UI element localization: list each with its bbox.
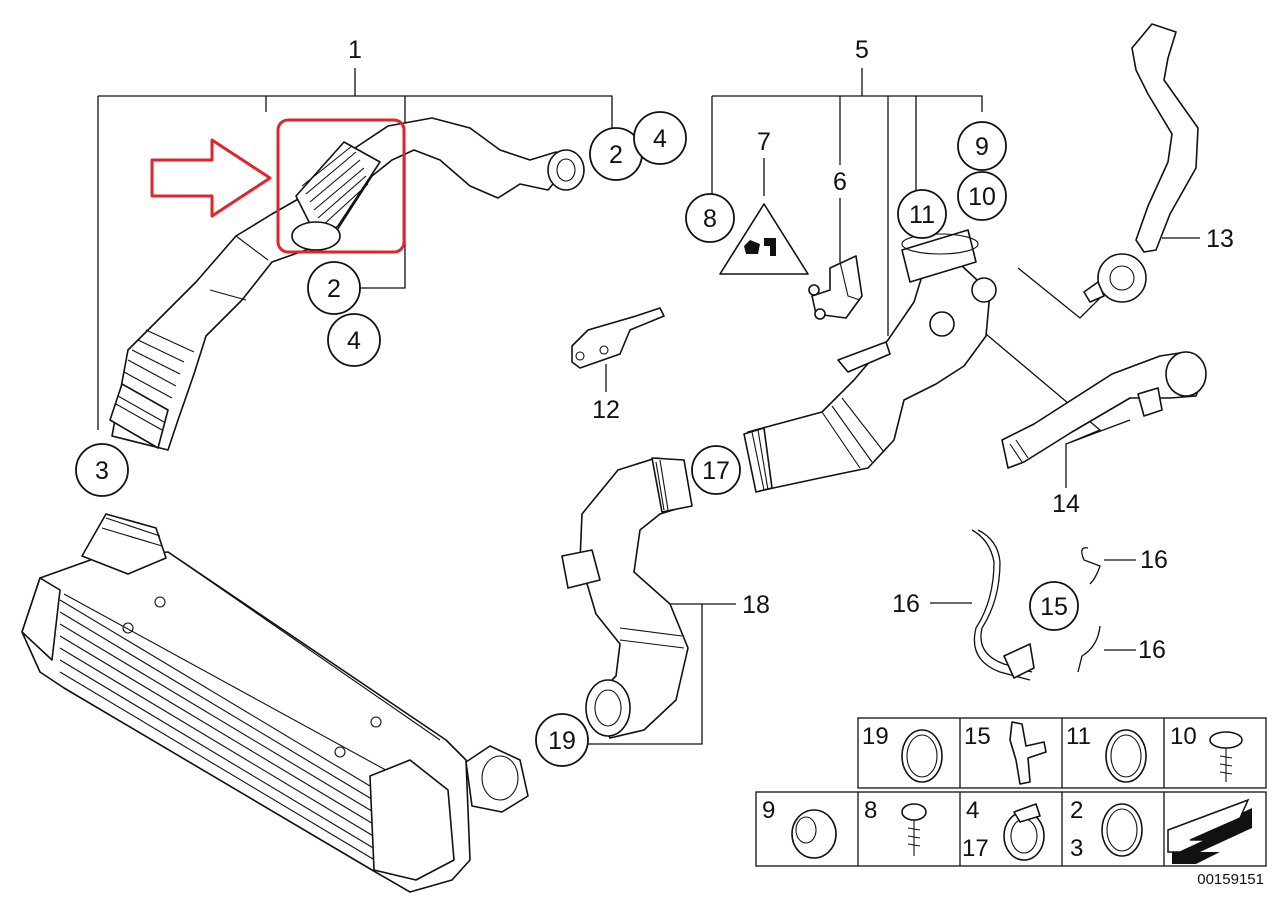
intake-pipe xyxy=(743,229,997,493)
callout-18: 18 xyxy=(742,591,770,619)
callout-16c: 16 xyxy=(1138,636,1166,664)
callout-10: 10 xyxy=(968,183,996,211)
seal-ring-icon xyxy=(1105,729,1147,783)
callout-16b: 16 xyxy=(892,590,920,618)
callout-12: 12 xyxy=(592,396,620,424)
table-cell-label: 15 xyxy=(964,723,991,750)
table-cell-label: 11 xyxy=(1066,723,1091,750)
callout-4a: 4 xyxy=(653,125,667,153)
leader-lines xyxy=(97,68,1200,745)
callout-13: 13 xyxy=(1206,225,1234,253)
callout-3: 3 xyxy=(95,457,109,485)
callout-circles xyxy=(75,111,1079,767)
o-ring-icon xyxy=(901,729,943,783)
callout-4b: 4 xyxy=(347,327,361,355)
hose-connector-icon xyxy=(1009,721,1047,785)
table-cell-label: 10 xyxy=(1170,723,1197,750)
callout-6: 6 xyxy=(833,168,847,196)
bolt-icon xyxy=(1209,731,1243,782)
highlight-marker xyxy=(150,118,406,254)
document-number: 00159151 xyxy=(1197,871,1264,888)
table-cell-label: 2 xyxy=(1070,797,1083,824)
highlight-arrow xyxy=(150,138,272,218)
table-cell-label: 9 xyxy=(762,797,775,824)
callout-2a: 2 xyxy=(609,141,623,169)
callout-11: 11 xyxy=(909,201,935,229)
charge-hose-upper xyxy=(109,117,585,451)
table-cell-label: 17 xyxy=(962,835,989,862)
table-cell-label: 19 xyxy=(862,723,889,750)
callout-5: 5 xyxy=(855,36,869,64)
grommet-icon xyxy=(791,809,837,859)
callout-8: 8 xyxy=(703,205,717,233)
callout-14: 14 xyxy=(1052,490,1080,518)
parts-table: 19 15 11 10 9 8 4 17 2 3 xyxy=(755,717,1267,867)
callout-16a: 16 xyxy=(1140,546,1168,574)
callout-1: 1 xyxy=(348,36,362,64)
vent-hose-upper xyxy=(1083,23,1199,303)
bracket xyxy=(571,307,665,369)
callout-7: 7 xyxy=(757,128,771,156)
callout-19: 19 xyxy=(548,727,576,755)
callout-15: 15 xyxy=(1040,593,1068,621)
screw-icon xyxy=(901,803,927,856)
table-cell-label: 3 xyxy=(1070,835,1083,862)
callout-2b: 2 xyxy=(327,275,341,303)
callout-17: 17 xyxy=(702,457,730,485)
callout-labels: 1 2 4 2 4 3 5 7 6 8 9 10 11 12 13 14 16 … xyxy=(95,36,1234,755)
intercooler xyxy=(21,513,529,893)
small-hoses xyxy=(971,529,1101,681)
highlight-box xyxy=(276,118,406,254)
o-ring-icon xyxy=(1101,803,1143,857)
pressure-sensor xyxy=(808,255,863,320)
table-cell-label: 8 xyxy=(864,797,877,824)
hose-clamp-icon xyxy=(1003,803,1045,861)
callout-9: 9 xyxy=(975,133,989,161)
warning-label xyxy=(719,203,809,275)
charge-pipe-lower xyxy=(561,457,693,739)
vent-hose-lower xyxy=(1001,351,1207,469)
orientation-arrow-icon xyxy=(1167,798,1252,864)
table-cell-label: 4 xyxy=(966,797,979,824)
